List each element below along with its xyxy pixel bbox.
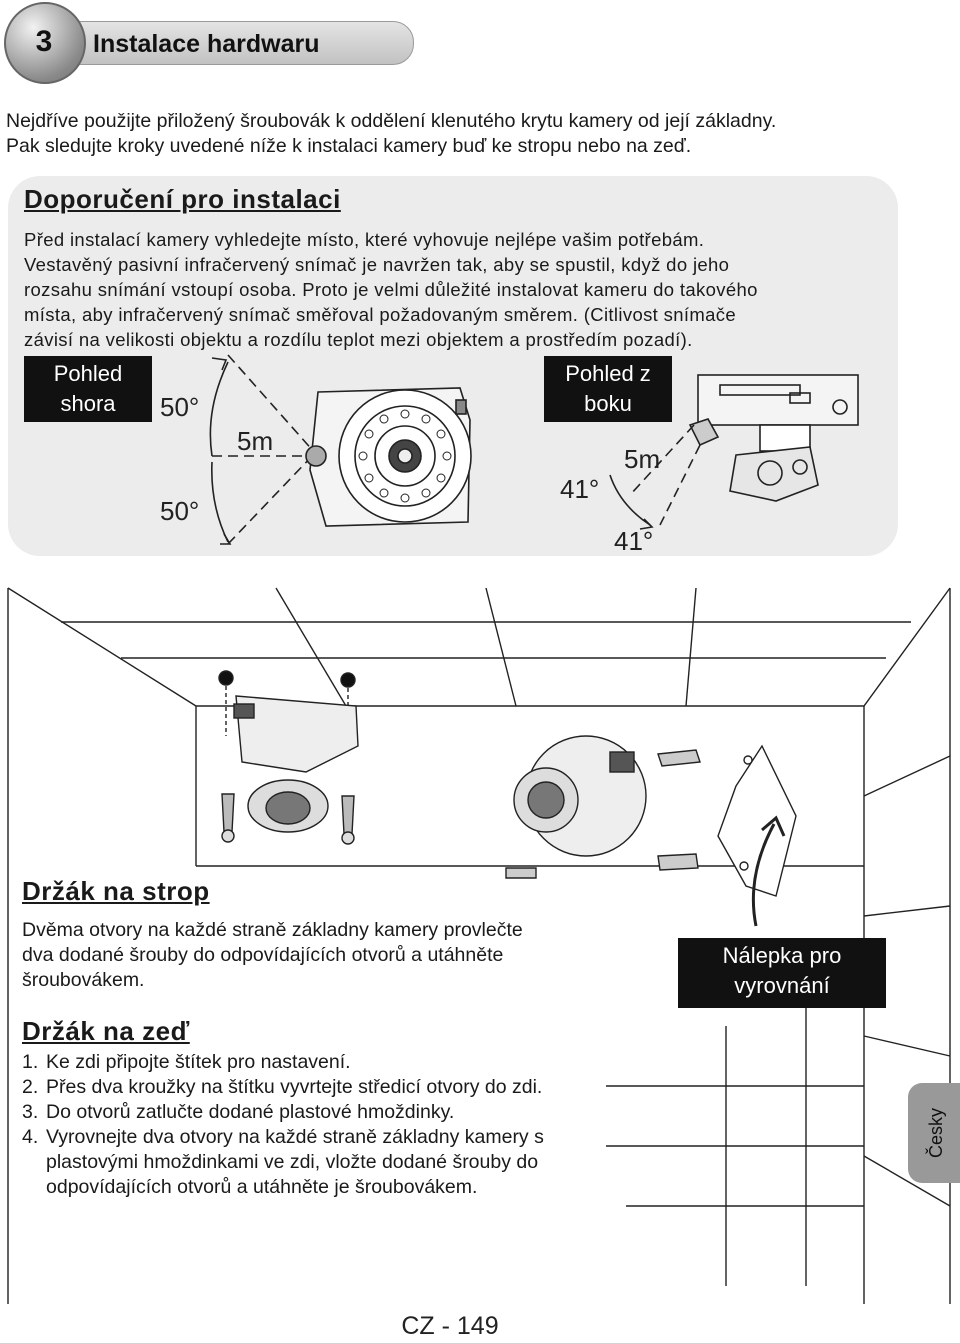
top-view-angle-lower: 50°	[160, 496, 200, 526]
step-text: plastovými hmoždinkami ve zdi, vložte do…	[46, 1151, 539, 1173]
ceiling-mount-line: Dvěma otvory na každé straně základny ka…	[22, 919, 523, 941]
wall-step: 3. Do otvorů zatlučte dodané plastové hm…	[22, 1100, 662, 1125]
recommendation-line: místa, aby infračervený snímač směřoval …	[24, 304, 737, 325]
step-text: Ke zdi připojte štítek pro nastavení.	[46, 1051, 351, 1073]
sticker-label-line: vyrovnání	[734, 973, 830, 998]
wall-mount-steps: 1. Ke zdi připojte štítek pro nastavení.…	[22, 1050, 662, 1200]
section-number-badge	[4, 2, 86, 84]
recommendation-text: Před instalací kamery vyhledejte místo, …	[24, 227, 894, 352]
recommendation-line: Vestavěný pasivní infračervený snímač je…	[24, 254, 730, 275]
ceiling-mount-line: dva dodané šrouby do odpovídajících otvo…	[22, 944, 504, 966]
step-text: Přes dva kroužky na štítku vyvrtejte stř…	[46, 1076, 543, 1098]
wall-step: 2. Přes dva kroužky na štítku vyvrtejte …	[22, 1075, 662, 1100]
top-view-distance: 5m	[237, 426, 274, 456]
ceiling-mount-heading: Držák na strop	[22, 876, 210, 906]
top-view-label: Pohled shora	[24, 356, 152, 422]
step-text: Vyrovnejte dva otvory na každé straně zá…	[46, 1126, 544, 1148]
top-view-label-line: shora	[60, 391, 116, 416]
side-view-camera-diagram	[609, 374, 859, 530]
step-text: Do otvorů zatlučte dodané plastové hmožd…	[46, 1101, 455, 1123]
step-number: 2.	[22, 1076, 39, 1098]
recommendation-line: závisí na velikosti objektu a rozdílu te…	[24, 329, 693, 350]
language-tab-label-container: Česky	[925, 1108, 946, 1158]
section-number: 3	[35, 25, 53, 58]
step-text: odpovídajících otvorů a utáhněte je šrou…	[46, 1176, 478, 1198]
page-number: CZ - 149	[401, 1312, 499, 1340]
wall-mount-heading: Držák na zeď	[22, 1016, 190, 1046]
ceiling-mount-line: šroubovákem.	[22, 969, 145, 991]
intro-line: Pak sledujte kroky uvedené níže k instal…	[6, 135, 692, 157]
language-tab-label: Česky	[925, 1108, 946, 1158]
side-view-angle-upper: 41°	[560, 474, 600, 504]
step-number: 4.	[22, 1126, 39, 1148]
side-view-angle-lower: 41°	[614, 526, 654, 556]
wall-step: 1. Ke zdi připojte štítek pro nastavení.	[22, 1050, 662, 1075]
wall-step: 4. Vyrovnejte dva otvory na každé straně…	[22, 1125, 662, 1200]
step-number: 1.	[22, 1051, 39, 1073]
alignment-sticker-label: Nálepka pro vyrovnání	[678, 938, 886, 1008]
ceiling-mount-text: Dvěma otvory na každé straně základny ka…	[22, 918, 622, 993]
section-title: Instalace hardwaru	[93, 30, 320, 58]
step-number: 3.	[22, 1101, 39, 1123]
mounting-illustration	[7, 587, 951, 1304]
side-view-label-line: boku	[584, 391, 632, 416]
angle-arc-icon	[211, 461, 229, 543]
recommendation-line: rozsahu snímání vstoupí osoba. Proto je …	[24, 279, 758, 300]
top-view-camera-diagram	[209, 354, 472, 545]
top-view-angle-upper: 50°	[160, 392, 200, 422]
side-view-label-line: Pohled z	[565, 361, 651, 386]
recommendation-heading: Doporučení pro instalaci	[24, 184, 341, 214]
section-header-bar	[40, 21, 414, 65]
side-view-label: Pohled z boku	[544, 356, 672, 422]
sticker-label-line: Nálepka pro	[722, 943, 842, 968]
recommendation-line: Před instalací kamery vyhledejte místo, …	[24, 229, 705, 250]
top-view-label-line: Pohled	[53, 361, 123, 386]
language-tab	[908, 1083, 960, 1183]
side-view-distance: 5m	[624, 444, 661, 474]
intro-line: Nejdříve použijte přiložený šroubovák k …	[6, 110, 777, 132]
intro-paragraph: Nejdříve použijte přiložený šroubovák k …	[6, 109, 936, 159]
angle-arc-icon	[209, 361, 229, 457]
